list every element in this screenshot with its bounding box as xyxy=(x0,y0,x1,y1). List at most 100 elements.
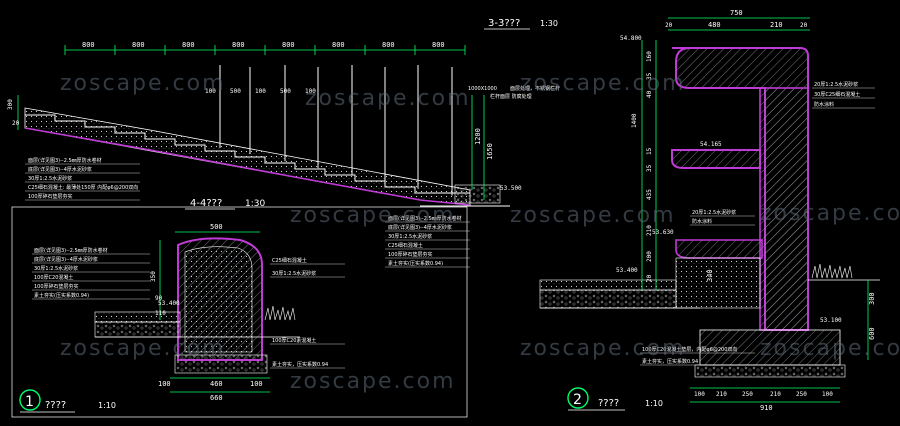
stair-top-note-2: 面层处理，不锈钢栏杆 xyxy=(510,85,560,92)
railing-posts xyxy=(219,65,453,196)
section-33-dim-right-600: 600 xyxy=(868,327,876,340)
section-33-scale: 1:30 xyxy=(540,19,558,28)
section-33-note-right: 20厚1:2.5水泥砂浆 xyxy=(814,81,858,88)
section-33-dim-340: 340 xyxy=(706,269,714,282)
section-44-scale: 1:30 xyxy=(245,199,265,209)
section-44-note: 素土夯实(压实系数0.94) xyxy=(34,292,89,299)
section-33-bottom-dim: 210 xyxy=(716,391,727,398)
detail-2-scale: 1:10 xyxy=(645,399,663,408)
stair-note-right: 30厚1:2.5水泥砂浆 xyxy=(388,233,432,240)
detail-2-number: 2 xyxy=(573,392,582,408)
section-33-dim-210: 210 xyxy=(770,21,783,29)
detail-1-number: 1 xyxy=(25,394,34,410)
stair-side-dim-20: 20 xyxy=(12,120,20,127)
section-33-dim-910: 910 xyxy=(760,404,773,412)
section-44-dim-500: 500 xyxy=(210,223,223,231)
stair-top-dim: 800 xyxy=(332,41,345,49)
section-44-note-right: 素土夯实，压实系数0.94 xyxy=(272,361,328,368)
stair-note-left: C25细石混凝土: 最薄处150厚 内配φ6@200双向 xyxy=(28,184,138,191)
section-33-bottom-dim: 100 xyxy=(822,391,833,398)
section-44-level: 53.400 xyxy=(158,300,180,307)
section-44-note: 30厚1:2.5水泥砂浆 xyxy=(34,265,78,272)
stair-top-dim: 800 xyxy=(82,41,95,49)
detail-2-label: 2 ???? 1:10 xyxy=(567,387,663,411)
watermark: zoscape.com xyxy=(290,203,456,228)
stair-height-dim-1650: 1650 xyxy=(486,143,494,160)
section-33-level-54800: 54.800 xyxy=(620,35,642,42)
stair-note-right: 素土夯实(压实系数0.94) xyxy=(388,260,443,267)
section-44-notes-right: C25细石混凝土30厚1:2.5水泥砂浆100厚C20素混凝土素土夯实，压实系数… xyxy=(270,257,345,369)
section-44-note: 100厚C20混凝土 xyxy=(34,274,73,281)
section-44-footing xyxy=(174,354,268,374)
section-33-bottom-dim: 210 xyxy=(770,391,781,398)
watermark: zoscape.com xyxy=(760,336,900,361)
stair-top-dim: 800 xyxy=(432,41,445,49)
stair-section: 800 800 800 800 800 800 800 800 100 500 100 500 100… xyxy=(7,41,560,268)
stair-level: 53.500 xyxy=(500,185,522,192)
watermark: zoscape.com xyxy=(520,71,686,96)
section-33-note-mid: 防水涂料 xyxy=(692,218,712,225)
watermarks: zoscape.com zoscape.com zoscape.com zosc… xyxy=(60,71,900,394)
section-33-left-dim: 40 xyxy=(646,90,653,98)
stair-note-right: 面层(详见图3)--2.5㎜厚防水卷材 xyxy=(388,215,462,222)
detail-1-scale: 1:10 xyxy=(98,401,116,410)
section-33-dim-20b: 20 xyxy=(800,22,808,29)
section-33-bottom-dim: 100 xyxy=(694,391,705,398)
section-44-note: 面层(详见图3)--2.5㎜厚防水卷材 xyxy=(34,247,108,254)
watermark: zoscape.com xyxy=(305,86,471,111)
stair-side-dim-300: 300 xyxy=(7,99,14,110)
section-33-footing xyxy=(699,329,841,366)
section-33-dim-480: 480 xyxy=(708,21,721,29)
section-44-base xyxy=(94,321,181,338)
section-33-level-53630: 53.630 xyxy=(652,229,674,236)
stair-note-left: 底层(详见图3)--4厚水泥砂浆 xyxy=(28,166,92,173)
watermark: zoscape.com xyxy=(510,203,676,228)
watermark: zoscape.com xyxy=(290,369,456,394)
section-33-left-dim: 20 xyxy=(646,274,653,282)
railing-dim: 100 xyxy=(255,88,266,95)
section-44-paving xyxy=(94,311,181,323)
section-44-note-right: 30厚1:2.5水泥砂浆 xyxy=(272,270,316,277)
section-44-note-right: 100厚C20素混凝土 xyxy=(272,337,316,344)
section-33-left-dim: 1400 xyxy=(631,113,638,128)
watermark: zoscape.com xyxy=(760,201,900,226)
section-33-note-right: 30厚C25细石混凝土 xyxy=(814,91,860,98)
section-33-footing-gravel xyxy=(694,364,846,378)
section-33-note-mid: 20厚1:2.5水泥砂浆 xyxy=(692,209,736,216)
section-33-bottom-dim: 250 xyxy=(742,391,753,398)
stair-note-left: 100厚碎石垫层夯实 xyxy=(28,193,73,200)
section-33-left-dim: 35 xyxy=(646,164,653,172)
stair-note-right: C25细石混凝土 xyxy=(388,242,423,249)
stair-top-dim: 800 xyxy=(182,41,195,49)
stair-gravel-layer xyxy=(24,127,471,206)
stair-height-dim-1200: 1200 xyxy=(474,128,482,145)
stair-top-note-3: 栏杆面层 防腐处理 xyxy=(490,93,532,100)
section-33-left-dim: 15 xyxy=(646,147,653,155)
section-33-dim-750: 750 xyxy=(730,9,743,17)
stair-top-dim: 800 xyxy=(282,41,295,49)
section-33: 3-3??? 1:30 750 20 480 210 20 1603540140… xyxy=(484,9,880,412)
stair-top-dim: 800 xyxy=(382,41,395,49)
section-33-level-53100: 53.100 xyxy=(820,317,842,324)
stair-note-right: 100厚碎石垫层夯实 xyxy=(388,251,433,258)
stair-top-dim: 800 xyxy=(232,41,245,49)
railing-dim: 500 xyxy=(280,88,291,95)
section-44-note: 100厚碎石垫层夯实 xyxy=(34,283,79,290)
section-33-title: 3-3??? xyxy=(488,18,520,29)
detail-2-title: ???? xyxy=(598,398,619,409)
stair-note-right: 底层(详见图3)--4厚水泥砂浆 xyxy=(388,224,452,231)
stair-note-left: 面层(详见图3)--2.5㎜厚防水卷材 xyxy=(28,157,102,164)
detail-1-circle xyxy=(19,389,41,411)
stair-top-dim: 800 xyxy=(132,41,145,49)
stair-step-profile xyxy=(25,114,470,194)
section-33-level-53400: 53.400 xyxy=(616,267,638,274)
railing-dim: 100 xyxy=(205,88,216,95)
railing-dim: 500 xyxy=(230,88,241,95)
section-44-dim-350: 350 xyxy=(150,271,157,282)
section-44-dim-bottom-100b: 100 xyxy=(250,380,263,388)
